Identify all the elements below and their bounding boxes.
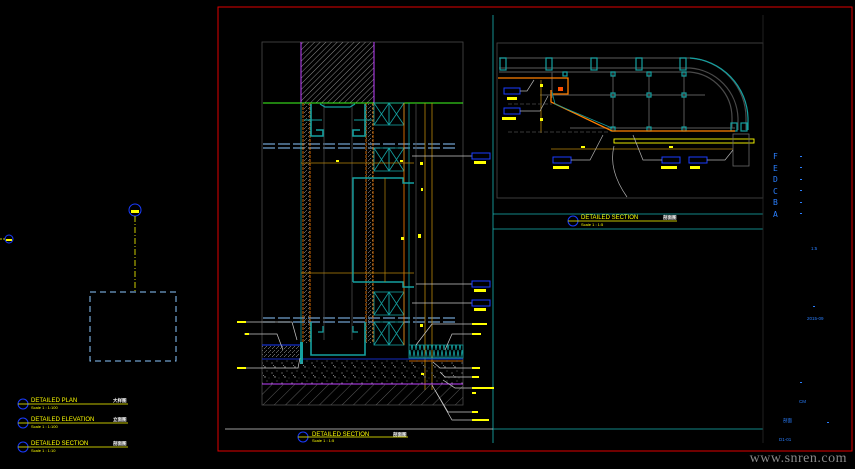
watermark: www.snren.com <box>749 451 847 466</box>
svg-text:DETAILED PLAN: DETAILED PLAN <box>31 398 77 404</box>
legend-title-3: DETAILED SECTION Scale 1 : 1:10 剖面图 <box>17 440 128 453</box>
svg-text:立面图: 立面图 <box>113 416 127 423</box>
svg-text:Scale 1 : 1:100: Scale 1 : 1:100 <box>31 424 58 429</box>
screed-layer <box>262 360 463 384</box>
plan-marker-group[interactable] <box>0 203 177 362</box>
revision-letter-d: D <box>773 175 778 184</box>
revision-letter-f: F <box>773 152 778 161</box>
legend-title-1: DETAILED PLAN Scale 1 : 1:100 大样图 <box>17 397 128 410</box>
plan-detail-view[interactable] <box>496 42 764 199</box>
plan-outline <box>89 291 177 362</box>
svg-text:Scale 1 : 1:5: Scale 1 : 1:5 <box>312 438 335 443</box>
svg-text:剖面图: 剖面图 <box>113 440 127 447</box>
revision-letter-e: E <box>773 164 778 173</box>
plan-detail-title: DETAILED SECTION Scale 1 : 1:5 剖面图 <box>567 214 677 227</box>
floor-finish <box>262 345 300 357</box>
title-block-scale: 1:5 <box>811 246 818 251</box>
title-block-date: 2015-09 <box>807 316 824 321</box>
title-block: F E D C B A 1:5 2015-09 CM 剖面 D1-01 <box>762 15 829 443</box>
title-block-drawing-type: 剖面 <box>783 417 792 424</box>
concrete-column <box>301 42 374 103</box>
insulation-layer <box>408 344 464 359</box>
svg-text:剖面图: 剖面图 <box>663 214 677 221</box>
svg-text:DETAILED SECTION: DETAILED SECTION <box>312 432 369 438</box>
structural-slab <box>262 384 463 405</box>
main-section-title: DETAILED SECTION Scale 1 : 1:5 剖面图 <box>297 431 408 443</box>
title-block-drawn-by: CM <box>799 399 806 404</box>
svg-text:Scale 1 : 1:10: Scale 1 : 1:10 <box>31 448 56 453</box>
svg-text:DETAILED ELEVATION: DETAILED ELEVATION <box>31 417 94 423</box>
callout-tags <box>471 152 491 307</box>
svg-text:DETAILED SECTION: DETAILED SECTION <box>31 441 88 447</box>
revision-letter-c: C <box>773 187 778 196</box>
svg-text:DETAILED SECTION: DETAILED SECTION <box>581 215 638 221</box>
main-section-view[interactable] <box>237 41 494 421</box>
svg-text:剖面图: 剖面图 <box>393 431 407 438</box>
sheet-number: D1-01 <box>779 437 792 442</box>
svg-text:Scale 1 : 1:100: Scale 1 : 1:100 <box>31 405 58 410</box>
svg-text:大样图: 大样图 <box>113 397 127 404</box>
revision-letter-b: B <box>773 198 778 207</box>
revision-letter-a: A <box>773 210 778 219</box>
svg-text:Scale 1 : 1:5: Scale 1 : 1:5 <box>581 222 604 227</box>
legend-title-2: DETAILED ELEVATION Scale 1 : 1:100 立面图 <box>17 416 128 429</box>
drawing-frame <box>217 6 853 452</box>
